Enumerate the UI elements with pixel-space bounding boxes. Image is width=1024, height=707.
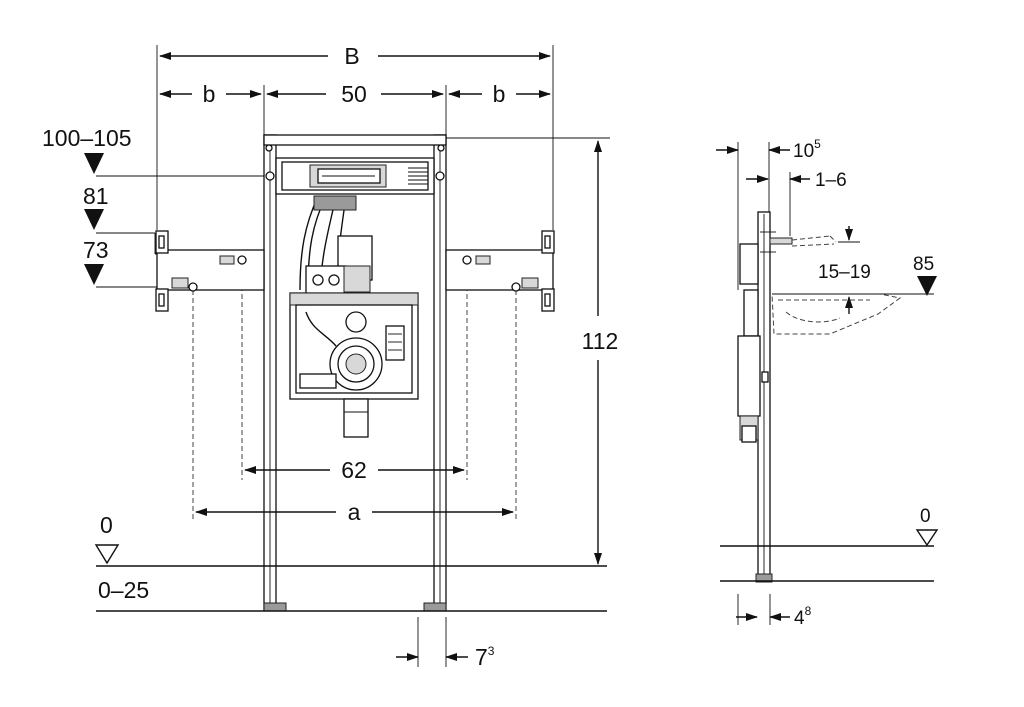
- side-level-0-label: 0: [920, 506, 931, 527]
- dimension-62: 62: [244, 457, 465, 483]
- dimension-b-right-label: b: [493, 81, 506, 107]
- dimension-a: a: [195, 499, 514, 525]
- dimension-62-label: 62: [341, 457, 367, 483]
- floor-levels-front: 0 0–25: [94, 512, 607, 612]
- dimension-15-19-label: 15–19: [818, 262, 871, 283]
- dimension-7-3-label: 73: [475, 644, 495, 670]
- dimension-b-50-b: b 50 b: [159, 81, 551, 107]
- floor-levels-side: 0: [720, 506, 939, 582]
- dimension-4-8: 48: [736, 604, 812, 629]
- level-0-25-label: 0–25: [98, 577, 149, 603]
- side-toilet-bowl: 15–19 85: [771, 254, 937, 335]
- dimension-10-5: 105: [716, 137, 821, 162]
- side-frame: [737, 211, 776, 583]
- dimension-b-left-label: b: [203, 81, 216, 107]
- frame-structure: [155, 134, 555, 612]
- side-view: 105 1–6: [716, 137, 939, 629]
- height-81-label: 81: [83, 183, 109, 209]
- dimension-B: B: [159, 43, 551, 69]
- front-view: B b 50 b 100–105 81 73 112: [42, 43, 618, 670]
- dimension-112-label: 112: [582, 328, 619, 354]
- dimension-112: 112: [582, 140, 619, 565]
- dimension-4-8-label: 48: [794, 604, 812, 629]
- front-extension-lines: [96, 45, 610, 520]
- dimension-a-label: a: [348, 499, 361, 525]
- dimension-7-3: 73: [396, 617, 495, 670]
- height-100-105-label: 100–105: [42, 125, 132, 151]
- dimension-B-label: B: [344, 43, 359, 69]
- dimension-1-6-label: 1–6: [815, 170, 847, 191]
- ruler-ticks: [408, 167, 428, 185]
- side-flush-pipe: [769, 226, 860, 247]
- dimension-1-6: 1–6: [746, 170, 847, 191]
- dimension-10-5-label: 105: [793, 137, 821, 162]
- height-85-label: 85: [913, 254, 934, 275]
- height-73-label: 73: [83, 237, 109, 263]
- dimension-50-label: 50: [341, 81, 367, 107]
- height-markers: 100–105 81 73: [42, 125, 132, 285]
- level-0-label: 0: [100, 512, 113, 538]
